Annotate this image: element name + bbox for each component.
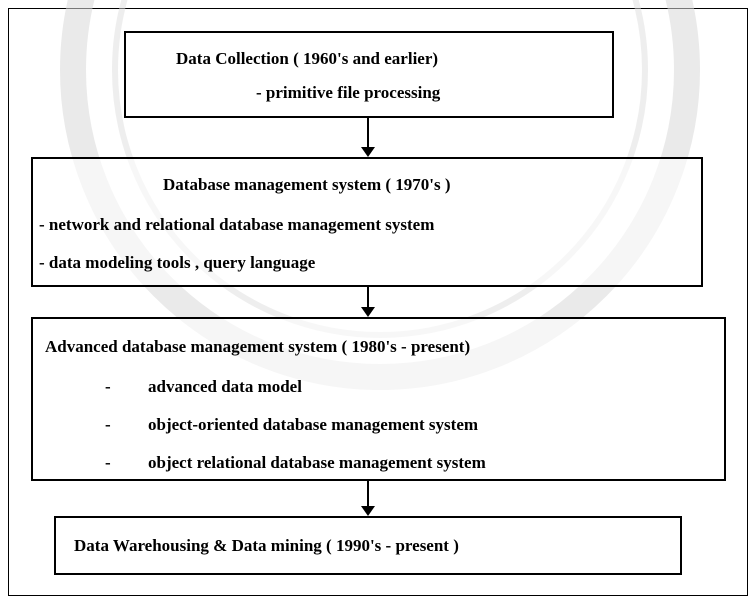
stage-data-collection-title: Data Collection ( 1960's and earlier) (176, 49, 439, 68)
stage-dbms-item: - data modeling tools , query language (39, 253, 316, 272)
stage-data-collection-item: - primitive file processing (256, 83, 441, 102)
stage-advanced-dbms-box: Advanced database management system ( 19… (31, 317, 726, 481)
bullet-dash: - (105, 377, 111, 396)
stage-dbms-title: Database management system ( 1970's ) (163, 175, 451, 194)
stage-advanced-dbms-item: object-oriented database management syst… (148, 415, 479, 434)
stage-data-collection-box: Data Collection ( 1960's and earlier) - … (124, 31, 614, 118)
stage-advanced-dbms-title: Advanced database management system ( 19… (45, 337, 471, 356)
stage-advanced-dbms-item: object relational database management sy… (148, 453, 486, 472)
arrow-stage3-to-stage4 (361, 481, 375, 516)
bullet-dash: - (105, 453, 111, 472)
bullet-dash: - (105, 415, 111, 434)
arrow-stage1-to-stage2 (361, 118, 375, 157)
stage-advanced-dbms-item: advanced data model (148, 377, 302, 396)
arrow-stage2-to-stage3 (361, 287, 375, 317)
stage-data-warehousing-title: Data Warehousing & Data mining ( 1990's … (74, 536, 459, 555)
stage-data-warehousing-box: Data Warehousing & Data mining ( 1990's … (54, 516, 682, 575)
stage-dbms-item: - network and relational database manage… (39, 215, 435, 234)
stage-dbms-box: Database management system ( 1970's ) - … (31, 157, 703, 287)
